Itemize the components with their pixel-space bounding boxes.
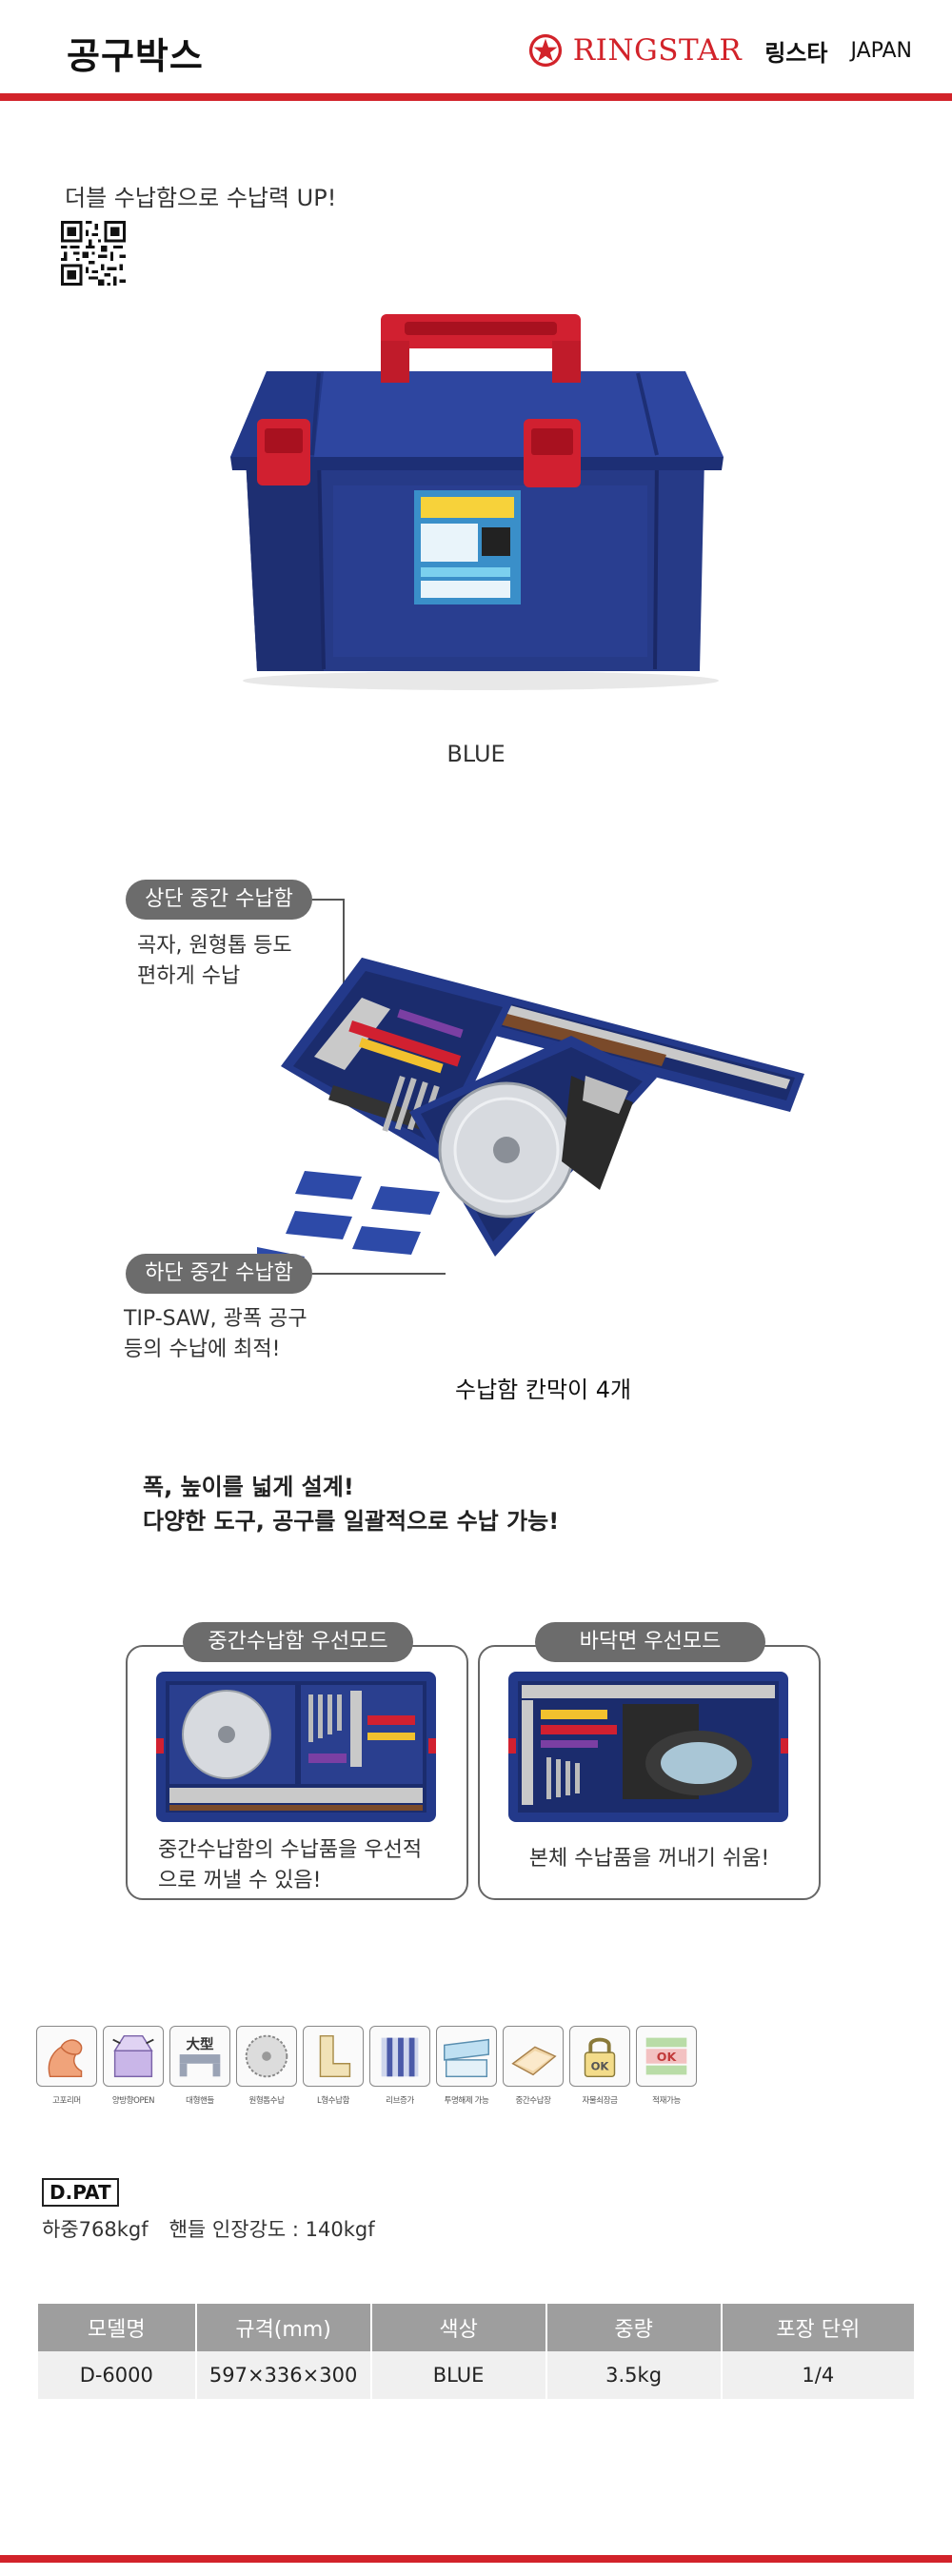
lower-desc-line-1: TIP-SAW, 광폭 공구 xyxy=(124,1307,307,1331)
feature-label: 리브증가 xyxy=(386,2096,414,2106)
cell-color: BLUE xyxy=(370,2351,547,2399)
column-header-model: 모델명 xyxy=(38,2304,197,2351)
feature-label: 중간수납장 xyxy=(515,2096,551,2106)
spec-table-header-row: 모델명 규격(mm) 색상 중량 포장 단위 xyxy=(38,2304,914,2351)
large-handle-text: 大型 xyxy=(186,2035,214,2052)
large-handle-icon: 大型 xyxy=(169,2026,230,2087)
transparent-lid-icon xyxy=(436,2026,497,2087)
product-color-label: BLUE xyxy=(446,741,506,767)
cell-size: 597×336×300 xyxy=(195,2351,372,2399)
feature-label: 양방향OPEN xyxy=(111,2096,155,2106)
toolbox-product-image xyxy=(230,314,724,690)
dpat-badge: D.PAT xyxy=(42,2178,119,2207)
lower-desc-line-2: 등의 수납에 최적! xyxy=(124,1338,281,1361)
upper-desc-line-1: 곡자, 원형톱 등도 xyxy=(137,934,292,958)
mode-tray-priority-description: 중간수납함의 수납품을 우선적 으로 꺼낼 수 있음! xyxy=(158,1835,453,1896)
lower-tray-label: 하단 중간 수납함 xyxy=(126,1254,312,1294)
page-header: 공구박스 RINGSTAR 링스타 JAPAN xyxy=(0,0,952,93)
brand-name: RINGSTAR xyxy=(572,33,743,68)
cell-weight: 3.5kg xyxy=(545,2351,723,2399)
cell-model: D-6000 xyxy=(38,2351,197,2399)
tray-icon xyxy=(503,2026,564,2087)
lower-callout-line xyxy=(312,1273,446,1275)
double-open-icon xyxy=(103,2026,164,2087)
upper-callout-line-vertical xyxy=(343,899,345,1011)
divider-count-label: 수납함 칸막이 4개 xyxy=(455,1377,632,1403)
upper-callout-line xyxy=(312,899,345,901)
footer-divider xyxy=(0,2555,952,2563)
lock-ok-text: OK xyxy=(591,2060,610,2073)
mode1-desc-line-1: 중간수납함의 수납품을 우선적 xyxy=(158,1838,423,1862)
column-header-color: 색상 xyxy=(370,2304,547,2351)
feature-label: L형수납함 xyxy=(316,2096,350,2106)
stack-ok-text: OK xyxy=(657,2050,678,2064)
load-rating: 하중768kgf 핸들 인장강도 : 140kgf xyxy=(42,2214,396,2243)
upper-desc-line-2: 편하게 수납 xyxy=(137,964,241,988)
design-headline-line-1: 폭, 높이를 넓게 설계! xyxy=(143,1474,354,1500)
design-headline: 폭, 높이를 넓게 설계! 다양한 도구, 공구를 일괄적으로 수납 가능! xyxy=(143,1470,559,1538)
feature-item: OK 자물쇠장금 xyxy=(569,2026,630,2106)
mode-bottom-priority-image xyxy=(508,1672,788,1822)
lower-tray-description: TIP-SAW, 광폭 공구 등의 수납에 최적! xyxy=(124,1304,409,1365)
mode-tray-priority-label: 중간수납함 우선모드 xyxy=(183,1622,413,1662)
feature-icon-row: 고포리머 양방향OPEN 大型 대형핸들 원형톱수납 L형수납함 xyxy=(36,2026,697,2106)
circular-saw-icon xyxy=(236,2026,297,2087)
brand-logo: RINGSTAR 링스타 JAPAN xyxy=(527,32,912,69)
tagline: 더블 수납함으로 수납력 UP! xyxy=(65,185,337,211)
column-header-packaging: 포장 단위 xyxy=(721,2304,914,2351)
mode-tray-priority-image xyxy=(156,1672,436,1822)
feature-item: 고포리머 xyxy=(36,2026,97,2106)
divider-icon xyxy=(369,2026,430,2087)
feature-label: 적재가능 xyxy=(652,2096,681,2106)
brand-name-korean: 링스타 xyxy=(764,39,828,67)
column-header-size: 규격(mm) xyxy=(195,2304,372,2351)
qr-code-icon[interactable] xyxy=(61,221,126,286)
load-capacity: 하중768kgf xyxy=(42,2218,149,2241)
mode-bottom-priority-label: 바닥면 우선모드 xyxy=(535,1622,765,1662)
design-headline-line-2: 다양한 도구, 공구를 일괄적으로 수납 가능! xyxy=(143,1508,560,1535)
feature-label: 투명해제 가능 xyxy=(444,2096,489,2106)
feature-item: L형수납함 xyxy=(303,2026,364,2106)
spec-table: 모델명 규격(mm) 색상 중량 포장 단위 D-6000 597×336×30… xyxy=(38,2304,914,2399)
feature-item: 원형톱수납 xyxy=(236,2026,297,2106)
upper-tray-description: 곡자, 원형톱 등도 편하게 수납 xyxy=(137,931,385,992)
feature-item: 중간수납장 xyxy=(503,2026,564,2106)
handle-strength: 핸들 인장강도 : 140kgf xyxy=(169,2218,375,2241)
mode1-desc-line-2: 으로 꺼낼 수 있음! xyxy=(158,1869,322,1892)
table-row: D-6000 597×336×300 BLUE 3.5kg 1/4 xyxy=(38,2351,914,2399)
lock-ok-icon: OK xyxy=(569,2026,630,2087)
feature-item: 투명해제 가능 xyxy=(436,2026,497,2106)
ringstar-star-icon xyxy=(528,33,562,68)
feature-label: 원형톱수납 xyxy=(248,2096,285,2106)
mode-bottom-priority-description: 본체 수납품을 꺼내기 쉬움! xyxy=(528,1847,770,1871)
cell-packaging: 1/4 xyxy=(721,2351,914,2399)
l-shape-icon xyxy=(303,2026,364,2087)
feature-item: OK 적재가능 xyxy=(636,2026,697,2106)
column-header-weight: 중량 xyxy=(545,2304,723,2351)
upper-tray-label: 상단 중간 수납함 xyxy=(126,880,312,920)
feature-item: 리브증가 xyxy=(369,2026,430,2106)
trays-image xyxy=(257,958,804,1279)
feature-item: 양방향OPEN xyxy=(103,2026,164,2106)
feature-label: 대형핸들 xyxy=(186,2096,214,2106)
stack-ok-icon: OK xyxy=(636,2026,697,2087)
feature-label: 고포리머 xyxy=(52,2096,81,2106)
brand-country: JAPAN xyxy=(850,38,912,63)
feature-item: 大型 대형핸들 xyxy=(169,2026,230,2106)
strong-arm-icon xyxy=(36,2026,97,2087)
tray-dividers-image xyxy=(286,1171,440,1255)
page-title: 공구박스 xyxy=(67,35,204,77)
header-divider xyxy=(0,93,952,101)
feature-label: 자물쇠장금 xyxy=(582,2096,618,2106)
